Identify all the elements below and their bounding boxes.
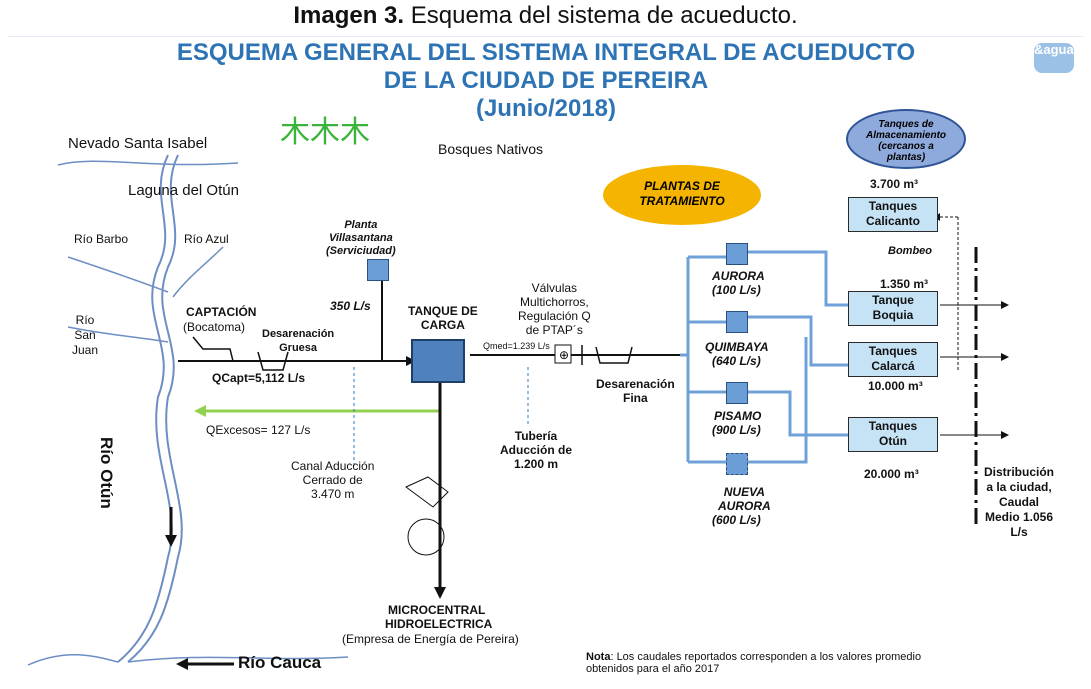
plant-nueva-aurora-flow: (600 L/s) (712, 513, 761, 527)
label-rio-otun: Río Otún (97, 437, 116, 509)
cap-calicanto: 3.700 m³ (870, 177, 919, 191)
tank-calicanto: Tanques Calicanto (848, 197, 938, 232)
label-rio-barbo: Río Barbo (74, 232, 129, 246)
cap-boquia: 1.350 m³ (880, 277, 929, 291)
diagram-lines: ⊕ (27, 154, 1009, 670)
label-micro-3: (Empresa de Energía de Pereira) (342, 632, 519, 646)
plant-nueva-aurora-name: NUEVA AURORA (718, 485, 771, 513)
label-valvulas: Válvulas Multichorros, Regulación Q de P… (518, 281, 591, 337)
nueva-aurora-out (748, 337, 808, 464)
rio-cauca-bank (27, 653, 119, 666)
plant-pisamo-flow: (900 L/s) (712, 423, 761, 437)
turbine-body (405, 476, 449, 508)
label-micro-2: HIDROELECTRICA (385, 617, 493, 631)
tank-calarca: Tanques Calarcá (848, 342, 938, 377)
label-villasantana: Planta Villasantana (Serviciudad) (326, 219, 396, 257)
nevado-stream (57, 160, 239, 166)
tanque-carga-box (411, 339, 465, 383)
pisamo-out (748, 390, 848, 437)
villasantana-plant (367, 259, 389, 281)
diagram-title-line2: DE LA CIUDAD DE PEREIRA (383, 67, 709, 94)
cauca-arrowhead (176, 658, 188, 670)
label-tanque-carga: TANQUE DE CARGA (408, 304, 478, 332)
label-micro-1: MICROCENTRAL (388, 603, 486, 617)
label-canal: Canal Aducción Cerrado de 3.470 m (291, 459, 375, 501)
rio-cauca-stream (127, 656, 349, 663)
label-bocatoma: (Bocatoma) (183, 320, 246, 334)
label-villa-flow: 350 L/s (330, 299, 371, 313)
plant-nueva-aurora (726, 453, 748, 475)
figure-caption: Imagen 3. Esquema del sistema de acueduc… (0, 2, 1091, 30)
quimbaya-out (748, 315, 848, 367)
label-bosques: Bosques Nativos (438, 141, 544, 157)
caption-prefix: Imagen 3. (293, 2, 405, 29)
label-nevado: Nevado Santa Isabel (68, 135, 208, 152)
plant-quimbaya (726, 311, 748, 333)
diagram-slide: ESQUEMA GENERAL DEL SISTEMA INTEGRAL DE … (8, 36, 1084, 689)
rio-otun-line (117, 154, 173, 663)
label-qmed: Qmed=1.239 L/s (483, 341, 550, 351)
svg-text:⊕: ⊕ (559, 348, 569, 362)
plantas-oval: PLANTAS DE TRATAMIENTO (603, 165, 761, 225)
label-desarenacion-fina: Desarenación Fina (596, 377, 675, 405)
rio-otun-bank (127, 154, 183, 663)
label-laguna: Laguna del Otún (128, 182, 239, 199)
excess-arrow (194, 405, 206, 417)
tank-boquia: Tanque Boquia (848, 291, 938, 326)
caption-text: Esquema del sistema de acueducto. (410, 2, 798, 29)
plant-aurora-flow: (100 L/s) (712, 283, 761, 297)
rio-azul-stream (172, 246, 224, 298)
nota-text: Nota: Los caudales reportados correspond… (586, 651, 921, 675)
nota-body: : Los caudales reportados corresponden a… (586, 651, 922, 675)
label-excesos: QExcesos= 127 L/s (206, 423, 311, 437)
cap-calarca: 10.000 m³ (868, 379, 923, 393)
plant-aurora-name: AURORA (712, 269, 765, 283)
desarenacion-fina-shape (595, 346, 633, 364)
label-distribucion: Distribución a la ciudad, Caudal Medio 1… (984, 465, 1055, 539)
label-desarenacion-gruesa: Desarenación Gruesa (262, 328, 335, 354)
desarenacion-gruesa-shape (257, 351, 289, 371)
nota-label: Nota (586, 651, 611, 663)
label-captacion: CAPTACIÓN (186, 305, 257, 319)
tank-otun: Tanques Otún (848, 417, 938, 452)
label-rio-cauca: Río Cauca (238, 653, 322, 672)
label-bombeo: Bombeo (888, 245, 932, 257)
otun-arrowhead (165, 535, 177, 547)
rio-barbo-stream (67, 256, 169, 293)
plant-pisamo (726, 382, 748, 404)
label-rio-san-juan: Río San Juan (72, 313, 99, 357)
bocatoma-shape (192, 336, 248, 362)
plant-quimbaya-flow: (640 L/s) (712, 354, 761, 368)
rio-san-juan-stream (67, 326, 169, 343)
plant-pisamo-name: PISAMO (714, 409, 762, 423)
forest-trees-icon: ⽊⽊⽊ (280, 116, 370, 149)
label-qcapt: QCapt=5,112 L/s (212, 371, 306, 385)
label-tuberia: Tubería Aducción de 1.200 m (500, 429, 573, 471)
diagram-title-line1: ESQUEMA GENERAL DEL SISTEMA INTEGRAL DE … (176, 39, 916, 66)
plant-aurora (726, 243, 748, 265)
diagram-title-line3: (Junio/2018) (475, 95, 617, 122)
aguas-logo: &aguas (1034, 43, 1081, 73)
tanques-oval: Tanques de Almacenamiento (cercanos a pl… (846, 109, 966, 169)
turbine-wheel (407, 518, 445, 556)
micro-arrow (434, 587, 446, 599)
cap-otun: 20.000 m³ (864, 467, 919, 481)
label-rio-azul: Río Azul (184, 232, 229, 246)
plant-quimbaya-name: QUIMBAYA (705, 340, 769, 354)
